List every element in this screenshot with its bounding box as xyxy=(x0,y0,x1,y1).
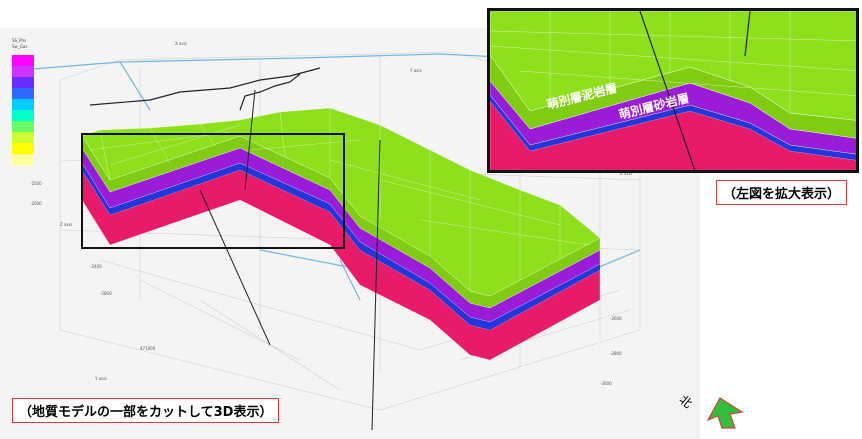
tick-label: -2500 xyxy=(30,181,42,186)
north-label: 北 xyxy=(677,392,695,410)
surface-trace xyxy=(89,67,321,111)
legend-swatch xyxy=(12,132,34,144)
tick-label: Y axis xyxy=(94,376,107,381)
main-caption: （地質モデルの一部をカットして3D表示） xyxy=(12,398,280,423)
tick-label: -3000 xyxy=(600,381,612,386)
legend-swatch xyxy=(12,143,34,155)
zoom-region-box xyxy=(81,133,345,249)
legend-swatch xyxy=(12,99,34,111)
legend-colorbar xyxy=(12,55,34,166)
legend-title: SS_Phs xyxy=(12,38,26,43)
legend-swatch xyxy=(12,66,34,78)
tick-label: -2800 xyxy=(100,291,112,296)
magnified-inset: 萌別層泥岩層 萌別層砂岩層 xyxy=(487,8,859,173)
wells xyxy=(199,89,381,431)
tick-label: 471000 xyxy=(140,346,156,351)
legend-swatch xyxy=(12,154,34,166)
tick-label: Z axis xyxy=(60,222,72,227)
axis-label-z: Z axis xyxy=(620,171,632,176)
axis-label-y: Y axis xyxy=(409,68,422,73)
legend-swatch xyxy=(12,110,34,122)
legend-swatch xyxy=(12,77,34,89)
legend-swatch xyxy=(12,88,34,100)
mesh-lines xyxy=(89,108,591,291)
tick-label: -2000 xyxy=(30,201,42,206)
axis-label-x: X axis xyxy=(175,41,187,46)
legend-subtitle: Sw_Gas xyxy=(12,44,27,49)
inset-scene: 萌別層泥岩層 萌別層砂岩層 xyxy=(490,11,856,170)
legend-swatch xyxy=(12,55,34,67)
tick-label: -2400 xyxy=(90,264,102,269)
tick-label: -2800 xyxy=(610,351,622,356)
inset-caption: （左図を拡大表示） xyxy=(716,180,848,205)
tick-label: -2600 xyxy=(610,316,622,321)
north-arrow-icon: 北 xyxy=(677,392,744,429)
legend-swatch xyxy=(12,121,34,133)
color-legend: SS_Phs Sw_Gas xyxy=(12,38,34,166)
